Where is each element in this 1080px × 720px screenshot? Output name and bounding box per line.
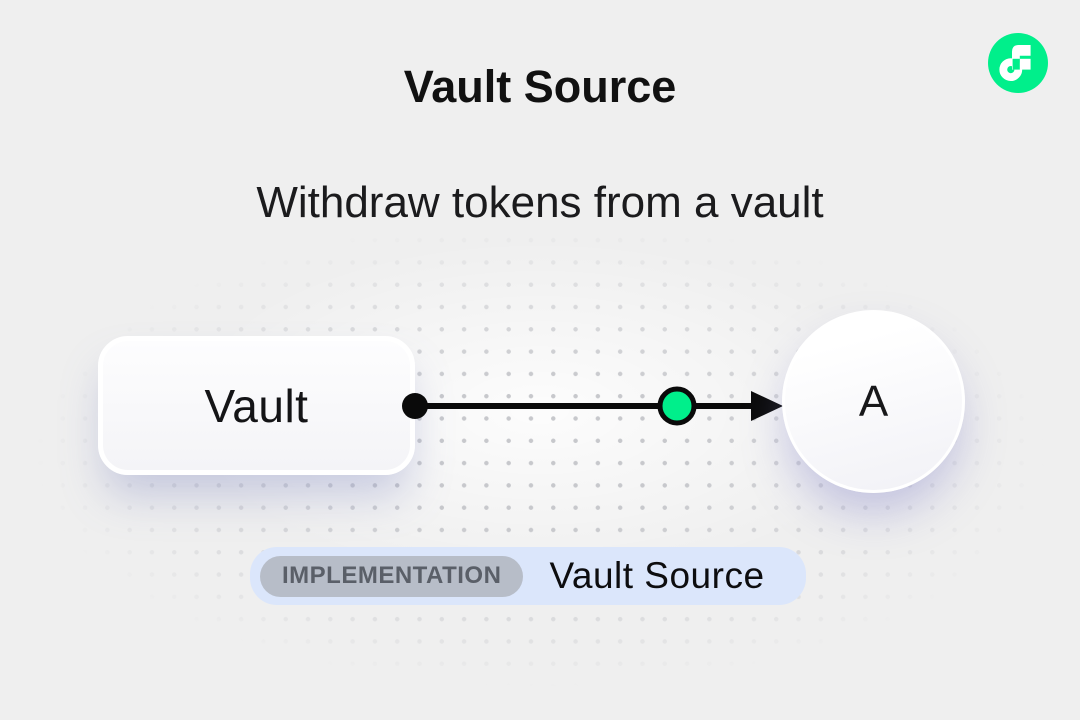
- vault-node-label: Vault: [204, 379, 309, 432]
- edge-start-dot-icon: [402, 393, 428, 419]
- target-node-label: A: [858, 376, 889, 426]
- implementation-tag: IMPLEMENTATION: [260, 555, 524, 597]
- edge-arrowhead-icon: [751, 391, 783, 421]
- flow-logo-icon: [988, 33, 1048, 93]
- edge-arrow: [402, 386, 783, 426]
- implementation-label: Vault Source: [549, 555, 765, 596]
- page-subtitle: Withdraw tokens from a vault: [256, 178, 824, 227]
- implementation-badge: IMPLEMENTATION Vault Source: [250, 547, 806, 605]
- page-title: Vault Source: [403, 61, 677, 112]
- vault-node: Vault: [98, 336, 415, 475]
- edge-green-marker-icon: [657, 386, 697, 426]
- target-node: A: [782, 310, 965, 493]
